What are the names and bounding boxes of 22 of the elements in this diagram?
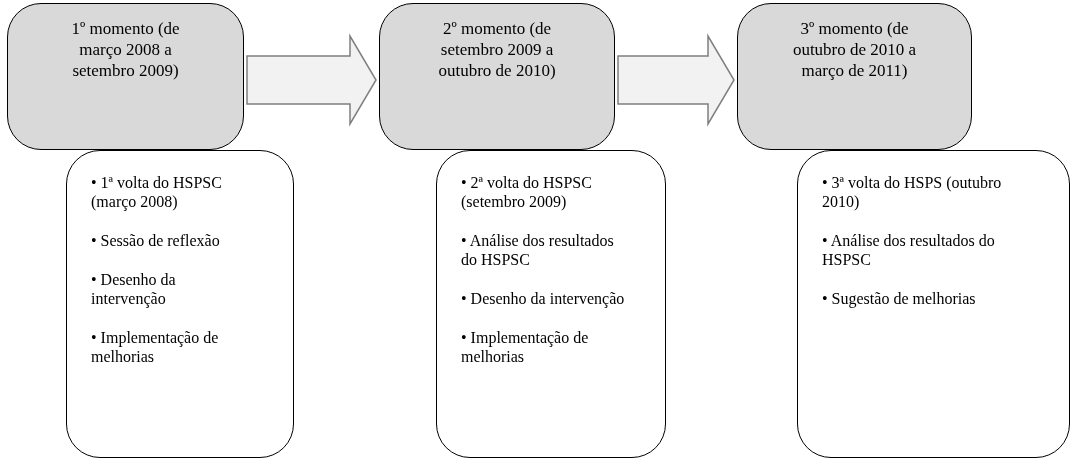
bullet-item: • Desenho da intervenção: [461, 289, 625, 308]
activity-box: [66, 150, 294, 458]
bullet-item: • 1ª volta do HSPSC (março 2008): [91, 173, 223, 211]
phase-title: 3º momento (de outubro de 2010 a março de 2011): [791, 18, 918, 81]
phase-box: [7, 3, 244, 150]
phase-title: 1º momento (de março 2008 a setembro 2009): [70, 18, 181, 81]
activity-box: [797, 150, 1070, 458]
bullet-item: • 3ª volta do HSPS (outubro 2010): [822, 173, 1003, 211]
bullet-item: • 2ª volta do HSPSC (setembro 2009): [461, 173, 593, 211]
phase-title: 2º momento (de setembro 2009 a outubro de 2010): [437, 18, 557, 81]
bullet-item: • Desenho da intervenção: [91, 270, 177, 308]
block-arrow: [617, 33, 735, 127]
bullet-item: • Implementação de melhorias: [461, 328, 590, 366]
bullet-item: • Análise dos resultados do HSPSC: [822, 231, 996, 269]
bullet-item: • Sugestão de melhorias: [822, 289, 977, 308]
activity-box: [436, 150, 666, 458]
phase-box: [379, 3, 615, 150]
bullet-item: • Implementação de melhorias: [91, 328, 220, 366]
bullet-item: • Análise dos resultados do HSPSC: [461, 231, 615, 269]
block-arrow: [246, 33, 377, 127]
phase-box: [737, 3, 972, 150]
bullet-item: • Sessão de reflexão: [91, 231, 221, 250]
